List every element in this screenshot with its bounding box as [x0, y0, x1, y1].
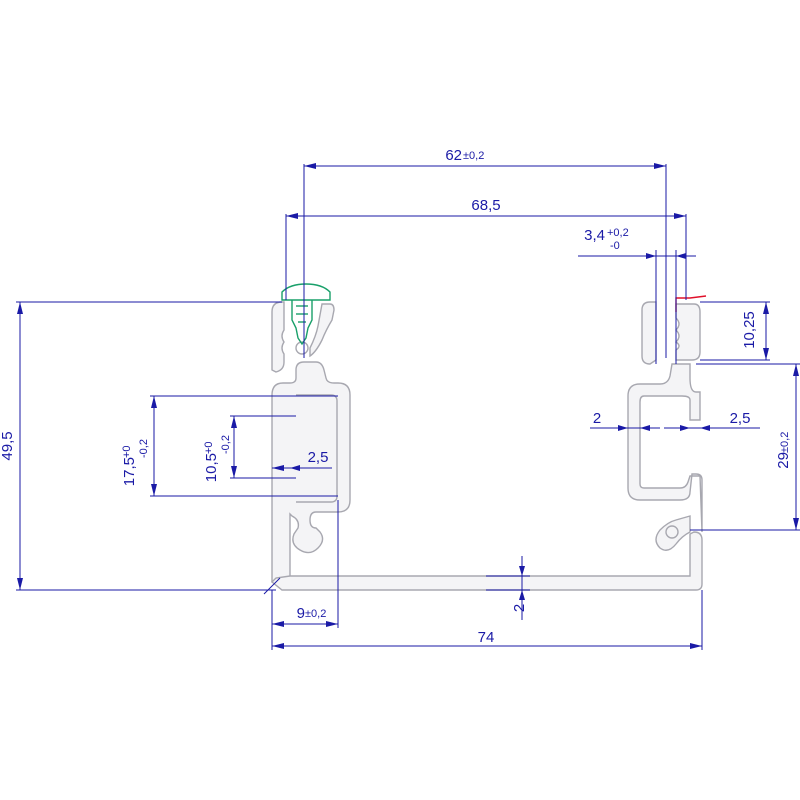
screw	[281, 283, 331, 346]
dim-2-5-left-label: 2,5	[308, 449, 329, 466]
dim-10-5-tol-lower: -0,2	[220, 435, 232, 454]
right-clip-hole	[665, 525, 679, 539]
dim-3-4-label: 3,4	[584, 227, 605, 244]
dim-17-5-tol-lower: -0,2	[138, 439, 150, 458]
dim-62-tol: ±0,2	[463, 150, 484, 162]
dim-10-25-label: 10,25	[741, 311, 758, 349]
dim-10-5-tol-upper: +0	[203, 441, 215, 454]
dim-68-label: 68,5	[471, 197, 500, 214]
left-clip-right	[309, 303, 335, 358]
dim-2-5-right-label: 2,5	[730, 410, 751, 427]
right-lower-clip	[655, 515, 691, 551]
dim-17-5-tol-upper: +0	[121, 445, 133, 458]
dim-62-label: 62	[445, 147, 462, 164]
dim-10-5-label: 10,5	[203, 453, 220, 482]
dim-3-4-tol-lower: -0	[610, 240, 620, 252]
dim-74-label: 74	[478, 629, 495, 646]
dim-49-label: 49,5	[0, 431, 16, 460]
dim-29-label: 29	[775, 452, 792, 469]
right-wall	[627, 363, 703, 533]
left-wall	[271, 361, 351, 585]
left-clip-hole	[295, 341, 309, 355]
dim-base-label: 2	[511, 604, 528, 612]
dimension-labels: 62 ±0,2 68,5 3,4 +0,2 -0 49,5 10,25 29 ±…	[0, 147, 792, 646]
dim-17-5-label: 17,5	[121, 457, 138, 486]
dim-3-4-tol-upper: +0,2	[607, 227, 629, 239]
left-clip	[271, 301, 285, 373]
dim-9-tol: ±0,2	[305, 608, 326, 620]
right-clip-teeth	[674, 303, 701, 361]
dim-29-tol: ±0,2	[779, 432, 791, 453]
right-clip	[641, 301, 657, 365]
profile	[270, 301, 703, 591]
dim-2-right-label: 2	[593, 410, 601, 427]
dimension-lines	[16, 163, 800, 650]
base	[270, 531, 703, 591]
left-channel-inner	[296, 394, 338, 503]
dim-9-label: 9	[297, 605, 305, 622]
